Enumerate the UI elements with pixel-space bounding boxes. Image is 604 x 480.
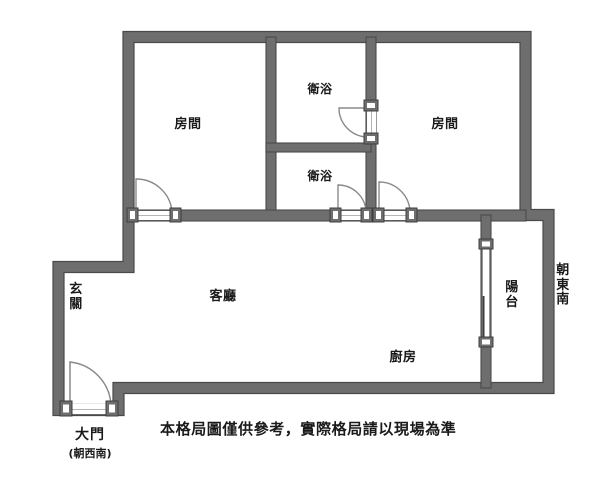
orientation-char-2: 東 <box>556 277 570 293</box>
disclaimer-text: 本格局圖僅供參考，實際格局請以現場為準 <box>160 420 457 438</box>
main-door-jamb-right-inner <box>109 404 115 413</box>
room-label-balcony-char-2: 台 <box>505 294 519 310</box>
balcony-jamb-bottom-inner <box>482 339 490 345</box>
room-label-living-room: 客廳 <box>209 289 237 304</box>
room-label-balcony: 陽 台 <box>502 280 522 310</box>
bedroom-right-door <box>372 181 418 223</box>
main-entrance-door <box>59 361 119 417</box>
bedroom-right-door-jamb-right-inner <box>409 211 414 219</box>
bathroom-lower-door-jamb-left-inner <box>333 211 338 219</box>
balcony-sliding-opening <box>478 238 494 348</box>
outer-wall-outline-outer <box>52 30 555 417</box>
bedroom-left-door-arc <box>135 178 173 212</box>
bedroom-left-door-jamb-left-inner <box>130 211 135 219</box>
bathroom-upper-door-arc <box>338 107 368 138</box>
main-door-jamb-left-inner <box>63 404 69 413</box>
orientation-label-southeast: 朝 東 南 <box>553 263 573 308</box>
orientation-char-3: 南 <box>556 292 570 308</box>
partition-wall-bedroom-bath <box>265 36 277 217</box>
room-label-foyer: 玄 關 <box>66 282 86 312</box>
bathroom-lower-door-jamb-right-inner <box>364 211 369 219</box>
main-door-caption: 大門 (朝西南) <box>40 424 140 461</box>
outer-wall-outline-inner <box>63 41 544 406</box>
bathroom-upper-door <box>338 99 379 145</box>
wall-group-outer <box>52 30 555 417</box>
room-label-kitchen: 廚房 <box>389 350 417 365</box>
room-label-bathroom-upper: 衛浴 <box>307 82 333 96</box>
partition-wall-between-bathrooms <box>265 142 372 153</box>
bedroom-right-door-arc <box>378 181 411 212</box>
room-label-balcony-char-1: 陽 <box>505 280 519 295</box>
room-label-bedroom-right: 房間 <box>431 117 459 132</box>
main-door-arc <box>69 361 112 405</box>
partition-wall-south-left <box>127 209 527 222</box>
balcony-jamb-top-inner <box>482 241 490 247</box>
main-door-caption-orientation: (朝西南) <box>68 447 112 460</box>
orientation-char-1: 朝 <box>556 263 570 278</box>
bathroom-upper-door-jamb-top-inner <box>367 103 375 108</box>
room-label-bathroom-lower: 衛浴 <box>307 169 333 183</box>
balcony-opening-gap <box>482 246 490 340</box>
bathroom-upper-door-jamb-bottom-inner <box>367 136 375 141</box>
outer-perimeter-wall <box>53 31 554 416</box>
room-label-bedroom-left: 房間 <box>174 117 202 132</box>
bathroom-lower-door-arc <box>337 184 367 212</box>
bedroom-right-door-jamb-left-inner <box>376 211 381 219</box>
bathroom-lower-door <box>329 184 373 223</box>
room-label-foyer-char-2: 關 <box>69 296 83 312</box>
main-door-caption-title: 大門 <box>75 427 105 443</box>
room-label-foyer-char-1: 玄 <box>69 282 83 297</box>
bedroom-left-door-jamb-right-inner <box>173 211 178 219</box>
bedroom-left-door <box>126 178 182 223</box>
